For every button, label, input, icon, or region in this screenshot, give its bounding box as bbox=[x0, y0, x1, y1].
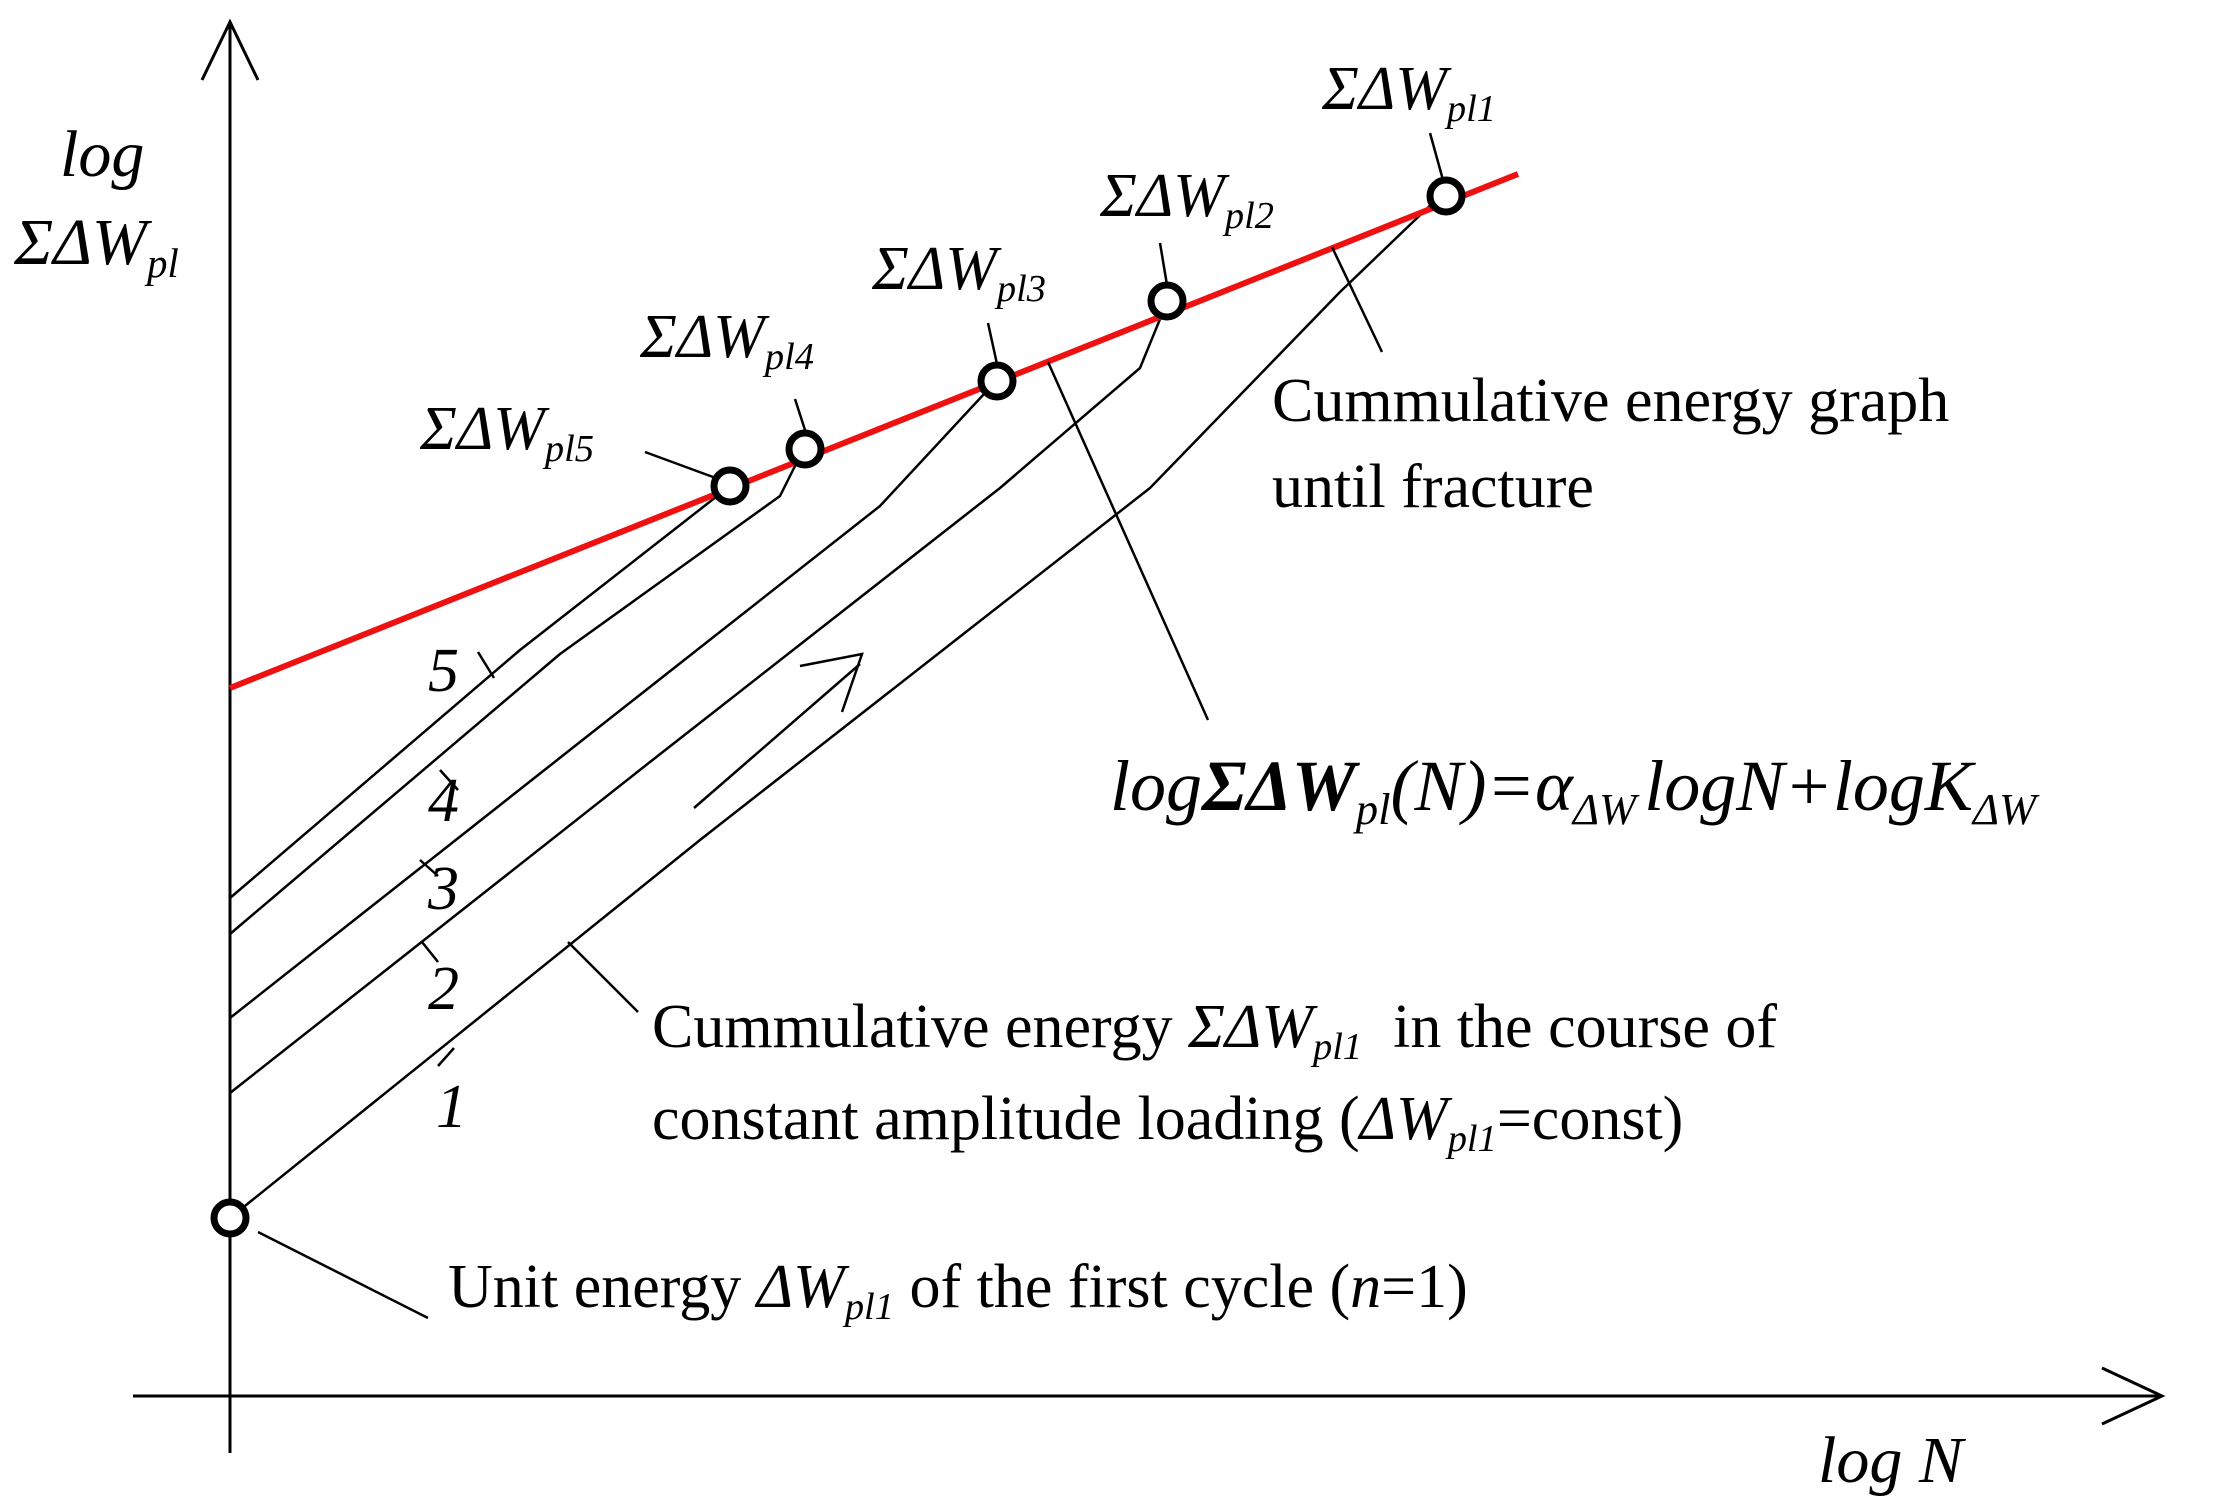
label-pl5: ΣΔWpl5 bbox=[420, 395, 594, 469]
marker-pl1 bbox=[1426, 176, 1466, 216]
label-pl5-sigma: ΣΔW bbox=[420, 395, 545, 463]
tick-4 bbox=[439, 769, 459, 791]
leader-unit bbox=[257, 1230, 429, 1320]
cumulative2-dw: ΔW bbox=[1359, 1085, 1448, 1153]
y-axis-label-log: log bbox=[60, 118, 145, 191]
marker-pl4 bbox=[785, 429, 825, 469]
tick-1 bbox=[437, 1047, 455, 1067]
marker-first-cycle bbox=[210, 1198, 250, 1238]
fracture-annotation-line1: Cummulative energy graph bbox=[1272, 367, 1950, 435]
direction-arrow-head bbox=[799, 652, 864, 713]
axes bbox=[133, 18, 2166, 1453]
leader-lines bbox=[257, 132, 1445, 1320]
label-pl5-sub: pl5 bbox=[544, 428, 594, 471]
unit-dw: ΔW bbox=[756, 1253, 845, 1321]
label-pl2-sigma: ΣΔW bbox=[1100, 162, 1225, 230]
leader-formula bbox=[1046, 361, 1210, 721]
line-2 bbox=[229, 301, 1169, 1094]
line-label-4: 4 bbox=[428, 767, 459, 835]
formula-logn: logN+logK bbox=[1644, 746, 1973, 826]
line-label-2: 2 bbox=[428, 955, 459, 1023]
label-pl3-sigma: ΣΔW bbox=[872, 235, 997, 303]
marker-pl2 bbox=[1147, 281, 1187, 321]
y-axis-sub: pl bbox=[146, 241, 179, 287]
label-pl1-sub: pl1 bbox=[1446, 88, 1496, 131]
tick-2 bbox=[421, 941, 439, 963]
leader-pl4 bbox=[793, 398, 807, 431]
marker-pl3 bbox=[977, 361, 1017, 401]
leader-pl1 bbox=[1428, 132, 1445, 181]
line-label-5: 5 bbox=[428, 637, 459, 705]
line-1 bbox=[229, 195, 1441, 1219]
cumulative2-post: =const) bbox=[1496, 1085, 1684, 1153]
leader-pl3 bbox=[986, 322, 999, 365]
cumulative2-pre: constant amplitude loading ( bbox=[652, 1085, 1360, 1153]
y-axis-sigma: ΣΔW bbox=[14, 206, 147, 279]
formula-sub-dw1: ΔW bbox=[1572, 784, 1637, 835]
direction-arrow bbox=[693, 652, 864, 809]
formula-sub-pl: pl bbox=[1355, 784, 1391, 835]
label-pl4-sigma: ΣΔW bbox=[640, 303, 765, 371]
unit-energy-annotation: Unit energy ΔWpl1 of the first cycle (n=… bbox=[448, 1253, 1468, 1327]
unit-sub: pl1 bbox=[844, 1286, 894, 1329]
cumulative-sigma: ΣΔW bbox=[1188, 993, 1313, 1061]
formula-sub-dw2: ΔW bbox=[1972, 784, 2037, 835]
x-axis-arrowhead bbox=[2101, 1366, 2166, 1426]
fracture-line bbox=[228, 171, 1520, 691]
cumulative-annotation-line2: constant amplitude loading (ΔWpl1=const) bbox=[652, 1085, 1684, 1159]
formula-alpha: α bbox=[1535, 746, 1573, 826]
leader-cumulative bbox=[567, 941, 639, 1013]
label-pl3: ΣΔWpl3 bbox=[872, 235, 1046, 309]
direction-arrow-shaft bbox=[693, 663, 861, 809]
line-4 bbox=[229, 445, 807, 935]
leader-pl5 bbox=[644, 450, 714, 479]
unit-post: =1) bbox=[1381, 1253, 1468, 1321]
unit-n: n bbox=[1350, 1253, 1382, 1321]
leader-pl2 bbox=[1158, 242, 1169, 286]
cumulative2-sub: pl1 bbox=[1447, 1118, 1497, 1161]
formula-sigma: ΣΔW bbox=[1202, 746, 1356, 826]
label-pl3-sub: pl3 bbox=[996, 268, 1046, 311]
label-pl4-sub: pl4 bbox=[764, 336, 814, 379]
fracture-annotation-line2: until fracture bbox=[1272, 453, 1594, 521]
label-pl1-sigma: ΣΔW bbox=[1322, 55, 1447, 123]
markers bbox=[210, 176, 1466, 1238]
tick-5 bbox=[476, 651, 496, 679]
cumulative-pre: Cummulative energy bbox=[652, 993, 1189, 1061]
cumulative-post: in the course of bbox=[1362, 993, 1778, 1061]
tick-3 bbox=[419, 859, 439, 877]
formula-log: log bbox=[1110, 746, 1203, 826]
y-axis-label-energy: ΣΔWpl bbox=[14, 210, 179, 285]
cumulative-annotation-line1: Cummulative energy ΣΔWpl1 in the course … bbox=[652, 993, 1778, 1067]
cumulative-sub: pl1 bbox=[1312, 1026, 1363, 1069]
unit-pre: Unit energy bbox=[448, 1253, 757, 1321]
line-label-3: 3 bbox=[428, 855, 459, 923]
cumulative-lines bbox=[229, 195, 1441, 1219]
label-pl2: ΣΔWpl2 bbox=[1100, 162, 1274, 236]
line-5 bbox=[229, 485, 731, 899]
marker-pl5 bbox=[710, 466, 750, 506]
label-pl2-sub: pl2 bbox=[1224, 195, 1274, 238]
line-label-1: 1 bbox=[436, 1073, 467, 1141]
unit-mid: of the first cycle ( bbox=[893, 1253, 1351, 1321]
y-axis-arrowhead bbox=[200, 18, 260, 81]
line-3 bbox=[229, 379, 998, 1019]
label-pl4: ΣΔWpl4 bbox=[640, 303, 814, 377]
formula-mid: (N)= bbox=[1390, 746, 1536, 826]
leader-fracture bbox=[1330, 246, 1384, 353]
label-pl1: ΣΔWpl1 bbox=[1322, 55, 1496, 129]
x-axis-label: log N bbox=[1818, 1424, 1963, 1497]
